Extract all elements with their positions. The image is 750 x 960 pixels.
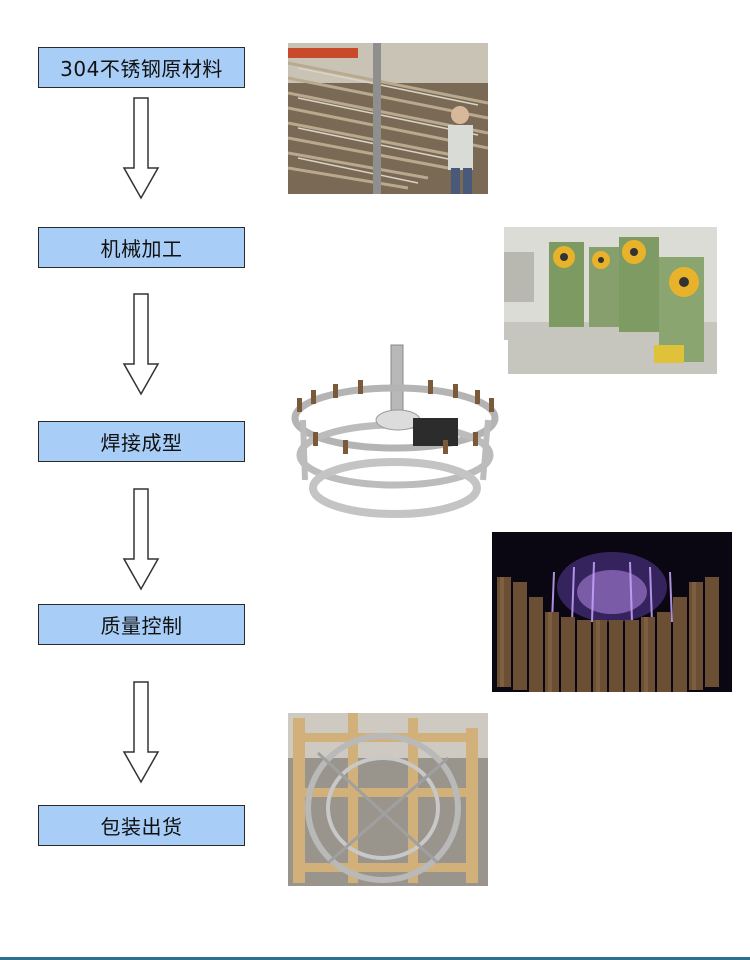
photo-machining-workshop bbox=[504, 227, 717, 374]
down-arrow-icon bbox=[122, 681, 160, 784]
bottom-divider bbox=[0, 957, 750, 960]
photo-packaging-crate bbox=[288, 713, 488, 886]
photo-quality-fountain-test bbox=[492, 532, 732, 692]
step-label: 质量控制 bbox=[100, 614, 183, 638]
step-shipping: 包装出货 bbox=[38, 805, 245, 846]
photo-ring-fountain-frame bbox=[283, 340, 508, 525]
down-arrow-icon bbox=[122, 293, 160, 396]
step-label: 焊接成型 bbox=[100, 431, 183, 455]
step-label: 机械加工 bbox=[100, 237, 183, 261]
down-arrow-icon bbox=[122, 97, 160, 200]
down-arrow-icon bbox=[122, 488, 160, 591]
step-welding: 焊接成型 bbox=[38, 421, 245, 462]
step-label: 304不锈钢原材料 bbox=[60, 57, 223, 81]
photo-raw-material-warehouse bbox=[288, 43, 488, 194]
step-label: 包装出货 bbox=[100, 815, 183, 839]
step-quality-control: 质量控制 bbox=[38, 604, 245, 645]
step-machining: 机械加工 bbox=[38, 227, 245, 268]
step-raw-material: 304不锈钢原材料 bbox=[38, 47, 245, 88]
